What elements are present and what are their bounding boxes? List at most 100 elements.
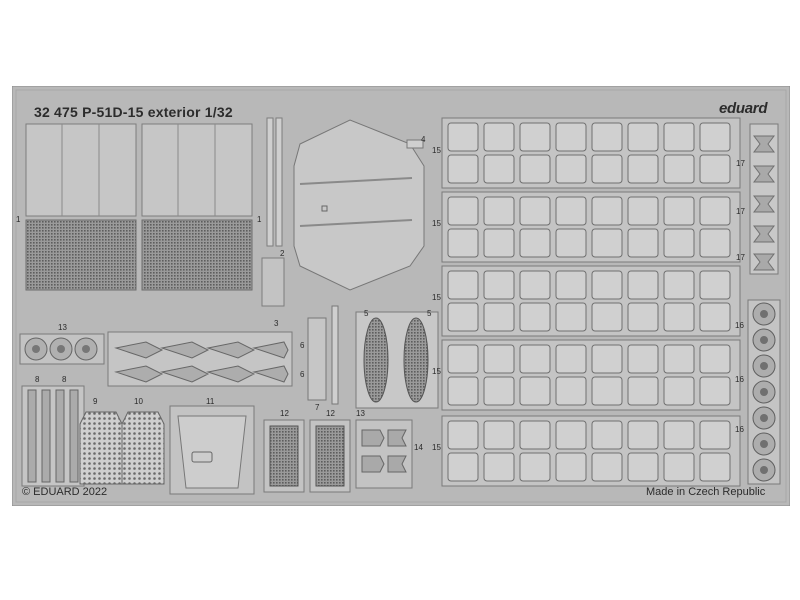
grid-cell: [699, 154, 731, 184]
grid-cell: [555, 452, 587, 482]
grid-cell: [555, 420, 587, 450]
grid-cell: [483, 228, 515, 258]
grid-cell: [663, 452, 695, 482]
part-number: 15: [432, 293, 441, 302]
grid-cell: [555, 344, 587, 374]
part-number: 13: [356, 409, 365, 418]
part-13-rosettes: [19, 333, 105, 365]
grid-cell: [447, 196, 479, 226]
part-number: 17: [736, 159, 745, 168]
grid-cell: [699, 302, 731, 332]
grid-cell: [447, 228, 479, 258]
grid-cell: [663, 344, 695, 374]
part-number: 16: [735, 375, 744, 384]
grid-cell: [519, 228, 551, 258]
part-number: 15: [432, 219, 441, 228]
grid-cell: [591, 122, 623, 152]
fret-title: 32 475 P-51D-15 exterior 1/32: [34, 104, 233, 120]
grid-cell: [627, 302, 659, 332]
part-number: 6: [300, 341, 305, 350]
part-number: 5: [427, 309, 432, 318]
part-5-intakes: [355, 311, 439, 409]
part-15-grids: [441, 117, 741, 487]
grid-cell: [483, 344, 515, 374]
grid-cell: [591, 302, 623, 332]
part-7-bracket: [307, 305, 339, 405]
grid-cell: [555, 122, 587, 152]
grid-cell: [627, 154, 659, 184]
part-number: 13: [58, 323, 67, 332]
grid-cell: [519, 270, 551, 300]
part-number: 8: [62, 375, 67, 384]
grid-cell: [483, 452, 515, 482]
grid-cell: [483, 302, 515, 332]
grid-cell: [699, 122, 731, 152]
fret-inner: [15, 89, 787, 503]
origin-text: Made in Czech Republic: [646, 486, 766, 498]
grid-cell: [663, 376, 695, 406]
part-17-rails: [749, 123, 779, 275]
grid-cell: [519, 196, 551, 226]
rosette-hub: [760, 414, 768, 422]
grid-cell: [627, 122, 659, 152]
rosette-hub: [760, 336, 768, 344]
part-number: 10: [134, 397, 143, 406]
grid-cell: [447, 376, 479, 406]
rosette-hub: [760, 466, 768, 474]
rosette-hub: [760, 440, 768, 448]
part-number: 2: [280, 249, 285, 258]
grid-cell: [483, 270, 515, 300]
part-11-panel: [169, 405, 255, 495]
grid-cell: [519, 344, 551, 374]
grid-cell: [663, 270, 695, 300]
grid-cell: [447, 344, 479, 374]
brand-logo: eduard: [719, 100, 768, 117]
part-12-meshes: [263, 419, 351, 493]
photo-etch-fret: [12, 86, 790, 506]
grid-cell: [663, 420, 695, 450]
grid-cell: [699, 270, 731, 300]
grid-cell: [627, 376, 659, 406]
part-9-plate: [79, 411, 123, 485]
rosette-hub: [760, 388, 768, 396]
grid-cell: [663, 228, 695, 258]
rosette-hub: [760, 362, 768, 370]
part-number: 15: [432, 443, 441, 452]
grid-cell: [591, 196, 623, 226]
part-number: 15: [432, 146, 441, 155]
grid-cell: [555, 376, 587, 406]
grid-cell: [483, 376, 515, 406]
grid-cell: [591, 452, 623, 482]
grid-cell: [483, 154, 515, 184]
part-1-left: [25, 123, 137, 291]
grid-cell: [447, 302, 479, 332]
grid-cell: [555, 270, 587, 300]
grid-cell: [591, 270, 623, 300]
grid-cell: [447, 452, 479, 482]
part-number: 6: [300, 370, 305, 379]
grid-cell: [591, 344, 623, 374]
grid-cell: [699, 376, 731, 406]
grid-cell: [627, 228, 659, 258]
grid-cell: [555, 154, 587, 184]
part-number: 17: [736, 253, 745, 262]
grid-cell: [627, 344, 659, 374]
grid-cell: [519, 302, 551, 332]
part-number: 3: [274, 319, 279, 328]
grid-cell: [519, 420, 551, 450]
part-14-brackets: [355, 419, 413, 489]
part-number: 1: [257, 215, 262, 224]
part-number: 8: [35, 375, 40, 384]
grid-cell: [483, 420, 515, 450]
grid-cell: [447, 122, 479, 152]
grid-cell: [591, 154, 623, 184]
rosette-hub: [760, 310, 768, 318]
grid-cell: [555, 228, 587, 258]
grid-cell: [699, 344, 731, 374]
grid-cell: [519, 154, 551, 184]
grid-cell: [663, 154, 695, 184]
part-number: 11: [206, 397, 215, 406]
part-number: 12: [280, 409, 289, 418]
part-4-shield: [293, 119, 425, 291]
part-1-right: [141, 123, 253, 291]
